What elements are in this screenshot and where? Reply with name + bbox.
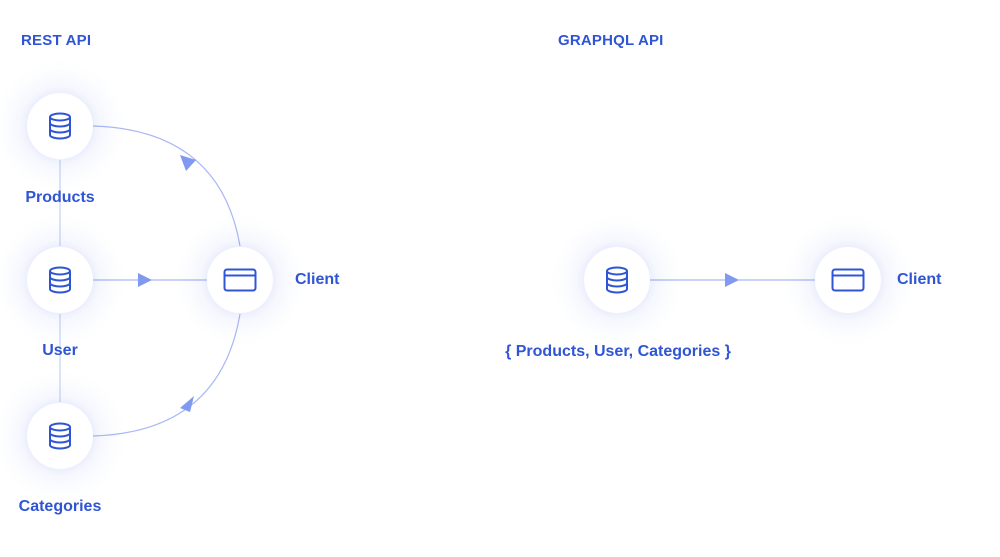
- graphql-client-node: [815, 247, 881, 313]
- rest-api-title: REST API: [21, 32, 92, 49]
- database-icon: [43, 263, 77, 297]
- categories-label: Categories: [18, 498, 102, 515]
- rest-client-label: Client: [295, 271, 340, 288]
- arrow-graphql-client: [725, 273, 739, 287]
- database-icon: [600, 263, 634, 297]
- graphql-client-label: Client: [897, 271, 942, 288]
- link-categories-client: [92, 313, 241, 437]
- database-icon: [43, 419, 77, 453]
- products-label: Products: [25, 189, 95, 206]
- arrow-products-client: [180, 155, 196, 171]
- arrow-categories-client: [180, 396, 194, 412]
- browser-window-icon: [223, 263, 257, 297]
- graphql-source-node: [584, 247, 650, 313]
- categories-node: [27, 403, 93, 469]
- browser-window-icon: [831, 263, 865, 297]
- rest-client-node: [207, 247, 273, 313]
- graphql-combined-label: { Products, User, Categories }: [505, 343, 731, 360]
- graphql-api-title: GRAPHQL API: [558, 32, 664, 49]
- link-products-client: [92, 125, 241, 247]
- arrow-user-client: [138, 273, 152, 287]
- products-node: [27, 93, 93, 159]
- user-label: User: [42, 342, 78, 359]
- user-node: [27, 247, 93, 313]
- database-icon: [43, 109, 77, 143]
